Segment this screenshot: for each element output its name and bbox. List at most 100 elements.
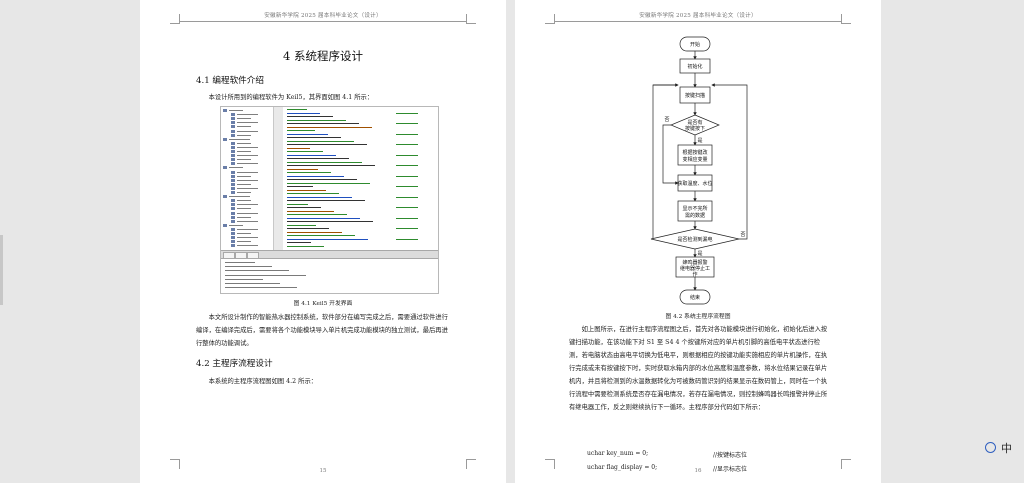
code-comment — [396, 123, 418, 124]
file-icon — [223, 137, 227, 141]
file-icon — [231, 232, 235, 235]
paragraph: 本设计所用到的编程软件为 Keil5，其界面如图 4.1 所示： — [208, 94, 374, 101]
flow-arrow-no-leak — [711, 83, 748, 240]
file-icon — [231, 236, 235, 240]
tree-row — [237, 208, 251, 210]
code-line — [287, 200, 365, 201]
file-icon — [231, 207, 235, 211]
code-line — [287, 147, 310, 149]
code-line — [287, 245, 324, 247]
running-header: 安徽新华学院 2025 届本科毕业论文（设计） — [264, 13, 382, 19]
build-output-line — [225, 283, 280, 284]
build-output — [221, 258, 438, 293]
key-scan-label: 按键扫描 — [685, 92, 705, 99]
leak-decision-label: 是否检测到漏电 — [677, 236, 712, 243]
code-line — [287, 116, 333, 117]
crop-mark — [466, 459, 476, 469]
crop-mark — [466, 14, 476, 24]
code-line — [287, 231, 342, 233]
code-line — [287, 151, 323, 152]
code-comment — [396, 207, 418, 208]
file-icon — [231, 203, 235, 207]
file-icon — [231, 162, 235, 166]
running-header: 安徽新华学院 2025 届本科毕业论文（设计） — [639, 13, 757, 19]
tree-row — [237, 130, 258, 132]
tree-row — [237, 220, 258, 222]
tree-row — [237, 155, 258, 157]
file-icon — [231, 178, 235, 182]
paragraph: 本系统的主程序流程图如图 4.2 所示： — [208, 378, 318, 385]
tree-row — [237, 146, 258, 148]
crop-mark — [545, 459, 555, 469]
read-data-label: 获取温度、水位 — [677, 180, 712, 187]
file-icon — [231, 244, 235, 248]
code-line — [287, 179, 357, 180]
init-box — [679, 58, 711, 74]
crop-mark — [170, 459, 180, 469]
section-title: 4.2 主程序流程设计 — [196, 359, 273, 369]
end-label: 结束 — [690, 294, 700, 301]
tree-row — [229, 167, 243, 169]
header-rule — [555, 21, 841, 22]
file-icon — [231, 141, 235, 145]
process-key-box — [677, 144, 713, 166]
code-line — [287, 109, 307, 110]
code-comment — [396, 165, 418, 166]
code-line — [287, 224, 316, 226]
crop-mark — [841, 14, 851, 24]
code-line — [287, 203, 308, 205]
project-tree — [221, 107, 274, 250]
document-page-15: 安徽新华学院 2025 届本科毕业论文（设计） 4 系统程序设计 4.1 编程软… — [140, 0, 506, 483]
key-decision-label: 按键按下 — [685, 125, 705, 132]
code-line — [287, 112, 320, 114]
code-line — [287, 214, 347, 215]
display-label: 需的数据 — [685, 212, 705, 219]
file-icon — [231, 158, 235, 162]
file-icon — [231, 125, 235, 129]
code-line — [287, 228, 329, 229]
alarm-box — [675, 256, 715, 278]
tree-row — [237, 245, 258, 247]
tree-row — [237, 151, 251, 152]
code-line — [287, 196, 352, 198]
file-icon — [231, 186, 235, 190]
code-line — [287, 242, 311, 243]
build-output-line — [225, 278, 263, 280]
header-rule — [180, 21, 466, 22]
file-icon — [231, 211, 235, 215]
key-decision-label: 是否有 — [687, 119, 702, 126]
tree-row — [237, 241, 251, 243]
file-icon — [231, 219, 235, 223]
file-icon — [231, 170, 235, 174]
build-output-line — [225, 287, 297, 289]
file-icon — [223, 195, 227, 199]
build-output-line — [225, 270, 289, 272]
code-line — [287, 217, 360, 219]
line-number-gutter — [274, 107, 283, 250]
file-icon — [231, 191, 235, 194]
code-line — [287, 175, 344, 177]
code-line — [287, 182, 370, 184]
file-icon — [231, 121, 235, 125]
page-number: 15 — [319, 468, 327, 474]
code-comment — [396, 133, 418, 135]
process-key-label: 根据按键改 — [682, 149, 707, 156]
code-line — [287, 238, 368, 240]
section-title: 4.1 编程软件介绍 — [196, 76, 264, 86]
left-edge-tab — [0, 235, 3, 305]
file-icon — [231, 113, 235, 117]
page-number: 16 — [694, 468, 702, 474]
tree-row — [237, 175, 251, 177]
tree-row — [229, 224, 243, 226]
start-label: 开始 — [690, 41, 700, 48]
alarm-label: 蜂鸣器报警 — [682, 259, 707, 266]
figure-caption: 图 4.1 Keil5 开发界面 — [293, 301, 353, 307]
chapter-title: 4 系统程序设计 — [283, 49, 363, 63]
ime-indicator[interactable]: 中 — [985, 440, 1024, 456]
key-decision-diamond — [670, 114, 720, 136]
build-output-line — [225, 262, 255, 263]
tree-row — [237, 187, 258, 189]
tree-row — [229, 110, 243, 111]
code-comment — [396, 228, 418, 229]
document-page-16: 安徽新华学院 2025 届本科毕业论文（设计） — [515, 0, 881, 483]
